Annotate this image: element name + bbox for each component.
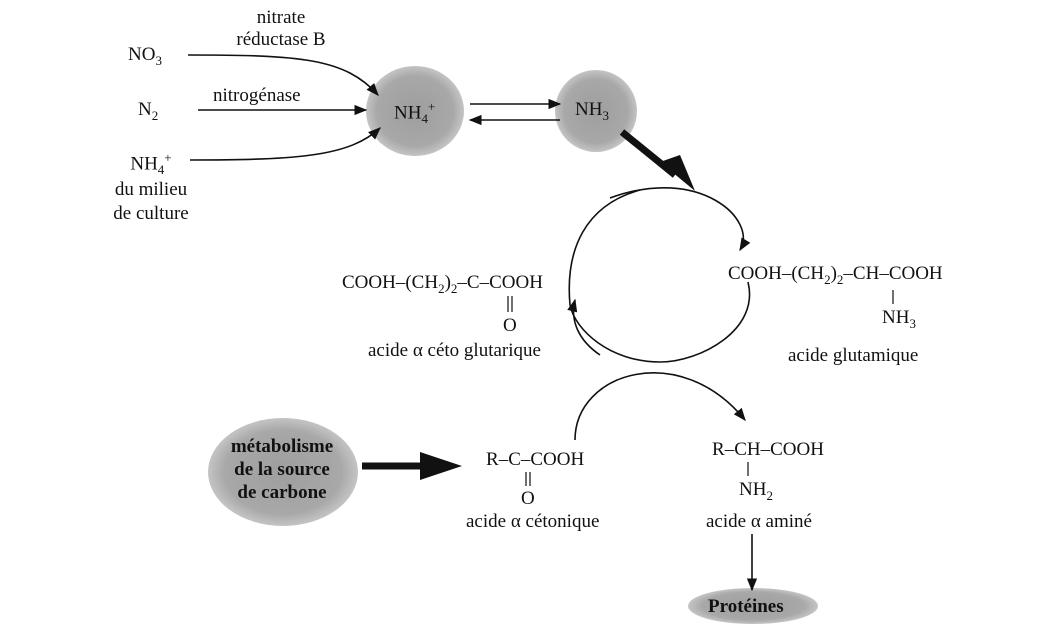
kg-ch: (CH (405, 272, 439, 293)
ammonium-highlight (366, 66, 464, 156)
glu-sub1: 2 (824, 271, 831, 287)
amino-acid-formula: R–CH–COOH (712, 439, 824, 460)
aa-amine-subscript: 2 (766, 487, 773, 503)
glutamate-synthesis-arc (609, 187, 751, 252)
amino-acid-amine: NH2 (739, 480, 773, 502)
carbon-source-line2: de la source (234, 458, 330, 480)
ketoglutarate-formula: COOH–(CH2)2–C–COOH (342, 272, 543, 296)
nitrate-symbol: NO (128, 44, 156, 65)
aa-amine-symbol: NH (739, 479, 767, 500)
medium-ammonium-symbol: NH (130, 153, 158, 175)
medium-ammonium-line3: de culture (113, 203, 189, 225)
nitrate-label: NO3 (128, 45, 162, 67)
upper-cycle-arc (568, 189, 751, 363)
glu-ch-alpha: CH (852, 263, 880, 284)
ammonium-symbol: NH (394, 102, 422, 124)
glutamate-amine: NH3 (882, 308, 916, 330)
ka-r: R (486, 449, 499, 470)
medium-ammonium-charge: + (164, 150, 172, 165)
glu-cooh-2: COOH (888, 263, 943, 284)
ammonia-symbol: NH (575, 99, 603, 120)
nitrate-arrow (187, 54, 379, 96)
ammonia-incorporation-arrow (619, 129, 678, 178)
glutamate-formula: COOH–(CH2)2–CH–COOH (728, 263, 943, 287)
ketoglutarate-oxygen: O (503, 315, 517, 336)
nitrate-reductase-line1: nitrate (256, 7, 306, 28)
ammonium-charge: + (427, 99, 436, 114)
ammonium-subscript: 4 (421, 111, 428, 127)
carbon-source-line3: de carbone (237, 481, 327, 503)
ammonia-label: NH3 (575, 100, 609, 122)
ketoglutarate-name: acide α céto glutarique (368, 340, 541, 361)
nitrogenase-label: nitrogénase (213, 85, 301, 106)
ammonia-subscript: 3 (602, 107, 609, 123)
proteins-highlight (688, 588, 818, 624)
carbon-source-highlight (208, 418, 358, 526)
dinitrogen-subscript: 2 (151, 107, 159, 123)
keto-acid-formula: R–C–COOH (486, 449, 585, 470)
keto-acid-oxygen: O (521, 488, 535, 509)
kg-carbon: C (466, 272, 480, 293)
ammonia-highlight (555, 70, 637, 152)
ammonium-label: NH4+ (394, 100, 435, 125)
ammonia-incorporation-arrowhead (660, 155, 695, 191)
glu-paren: ) (830, 263, 837, 284)
medium-ammonium-label: NH4+ du milieu de culture (96, 150, 206, 226)
aa-r: R (712, 439, 725, 460)
transamination-arc (574, 372, 746, 441)
kg-sub1: 2 (438, 280, 445, 296)
ka-cooh: COOH (530, 449, 585, 470)
kg-sub2: 2 (450, 280, 458, 296)
kg-paren: ) (444, 272, 451, 293)
glutamate-name: acide glutamique (788, 345, 919, 366)
glu-cooh-1: COOH (728, 263, 782, 284)
aa-ch: CH (734, 439, 761, 460)
amino-acid-name: acide α aminé (706, 511, 812, 532)
glu-ch: (CH (791, 263, 825, 284)
nitrate-reductase-label: nitrate réductase B (206, 8, 356, 49)
nitrate-subscript: 3 (155, 52, 162, 68)
ka-carbon: C (508, 449, 521, 470)
nitrate-reductase-line2: réductase B (236, 29, 326, 50)
glu-sub2: 2 (836, 271, 844, 287)
glu-amine-symbol: NH (882, 307, 910, 328)
medium-ammonium-subscript: 4 (157, 162, 165, 178)
kg-cooh-1: COOH (342, 272, 396, 293)
ketoglutarate-arc (567, 298, 601, 356)
medium-ammonium-line2: du milieu (114, 179, 188, 201)
keto-acid-name: acide α cétonique (466, 511, 600, 532)
dinitrogen-label: N2 (138, 100, 158, 122)
aa-cooh: COOH (770, 439, 824, 460)
carbon-source-line1: métabolisme (230, 436, 334, 457)
glu-amine-subscript: 3 (909, 315, 916, 331)
carbon-source-arrowhead (420, 452, 462, 480)
kg-cooh-2: COOH (489, 272, 543, 293)
proteins-label: Protéines (708, 596, 784, 617)
medium-ammonium-arrow (189, 127, 381, 161)
dinitrogen-symbol: N (138, 99, 152, 120)
carbon-source-label: métabolisme de la source de carbone (212, 436, 352, 504)
